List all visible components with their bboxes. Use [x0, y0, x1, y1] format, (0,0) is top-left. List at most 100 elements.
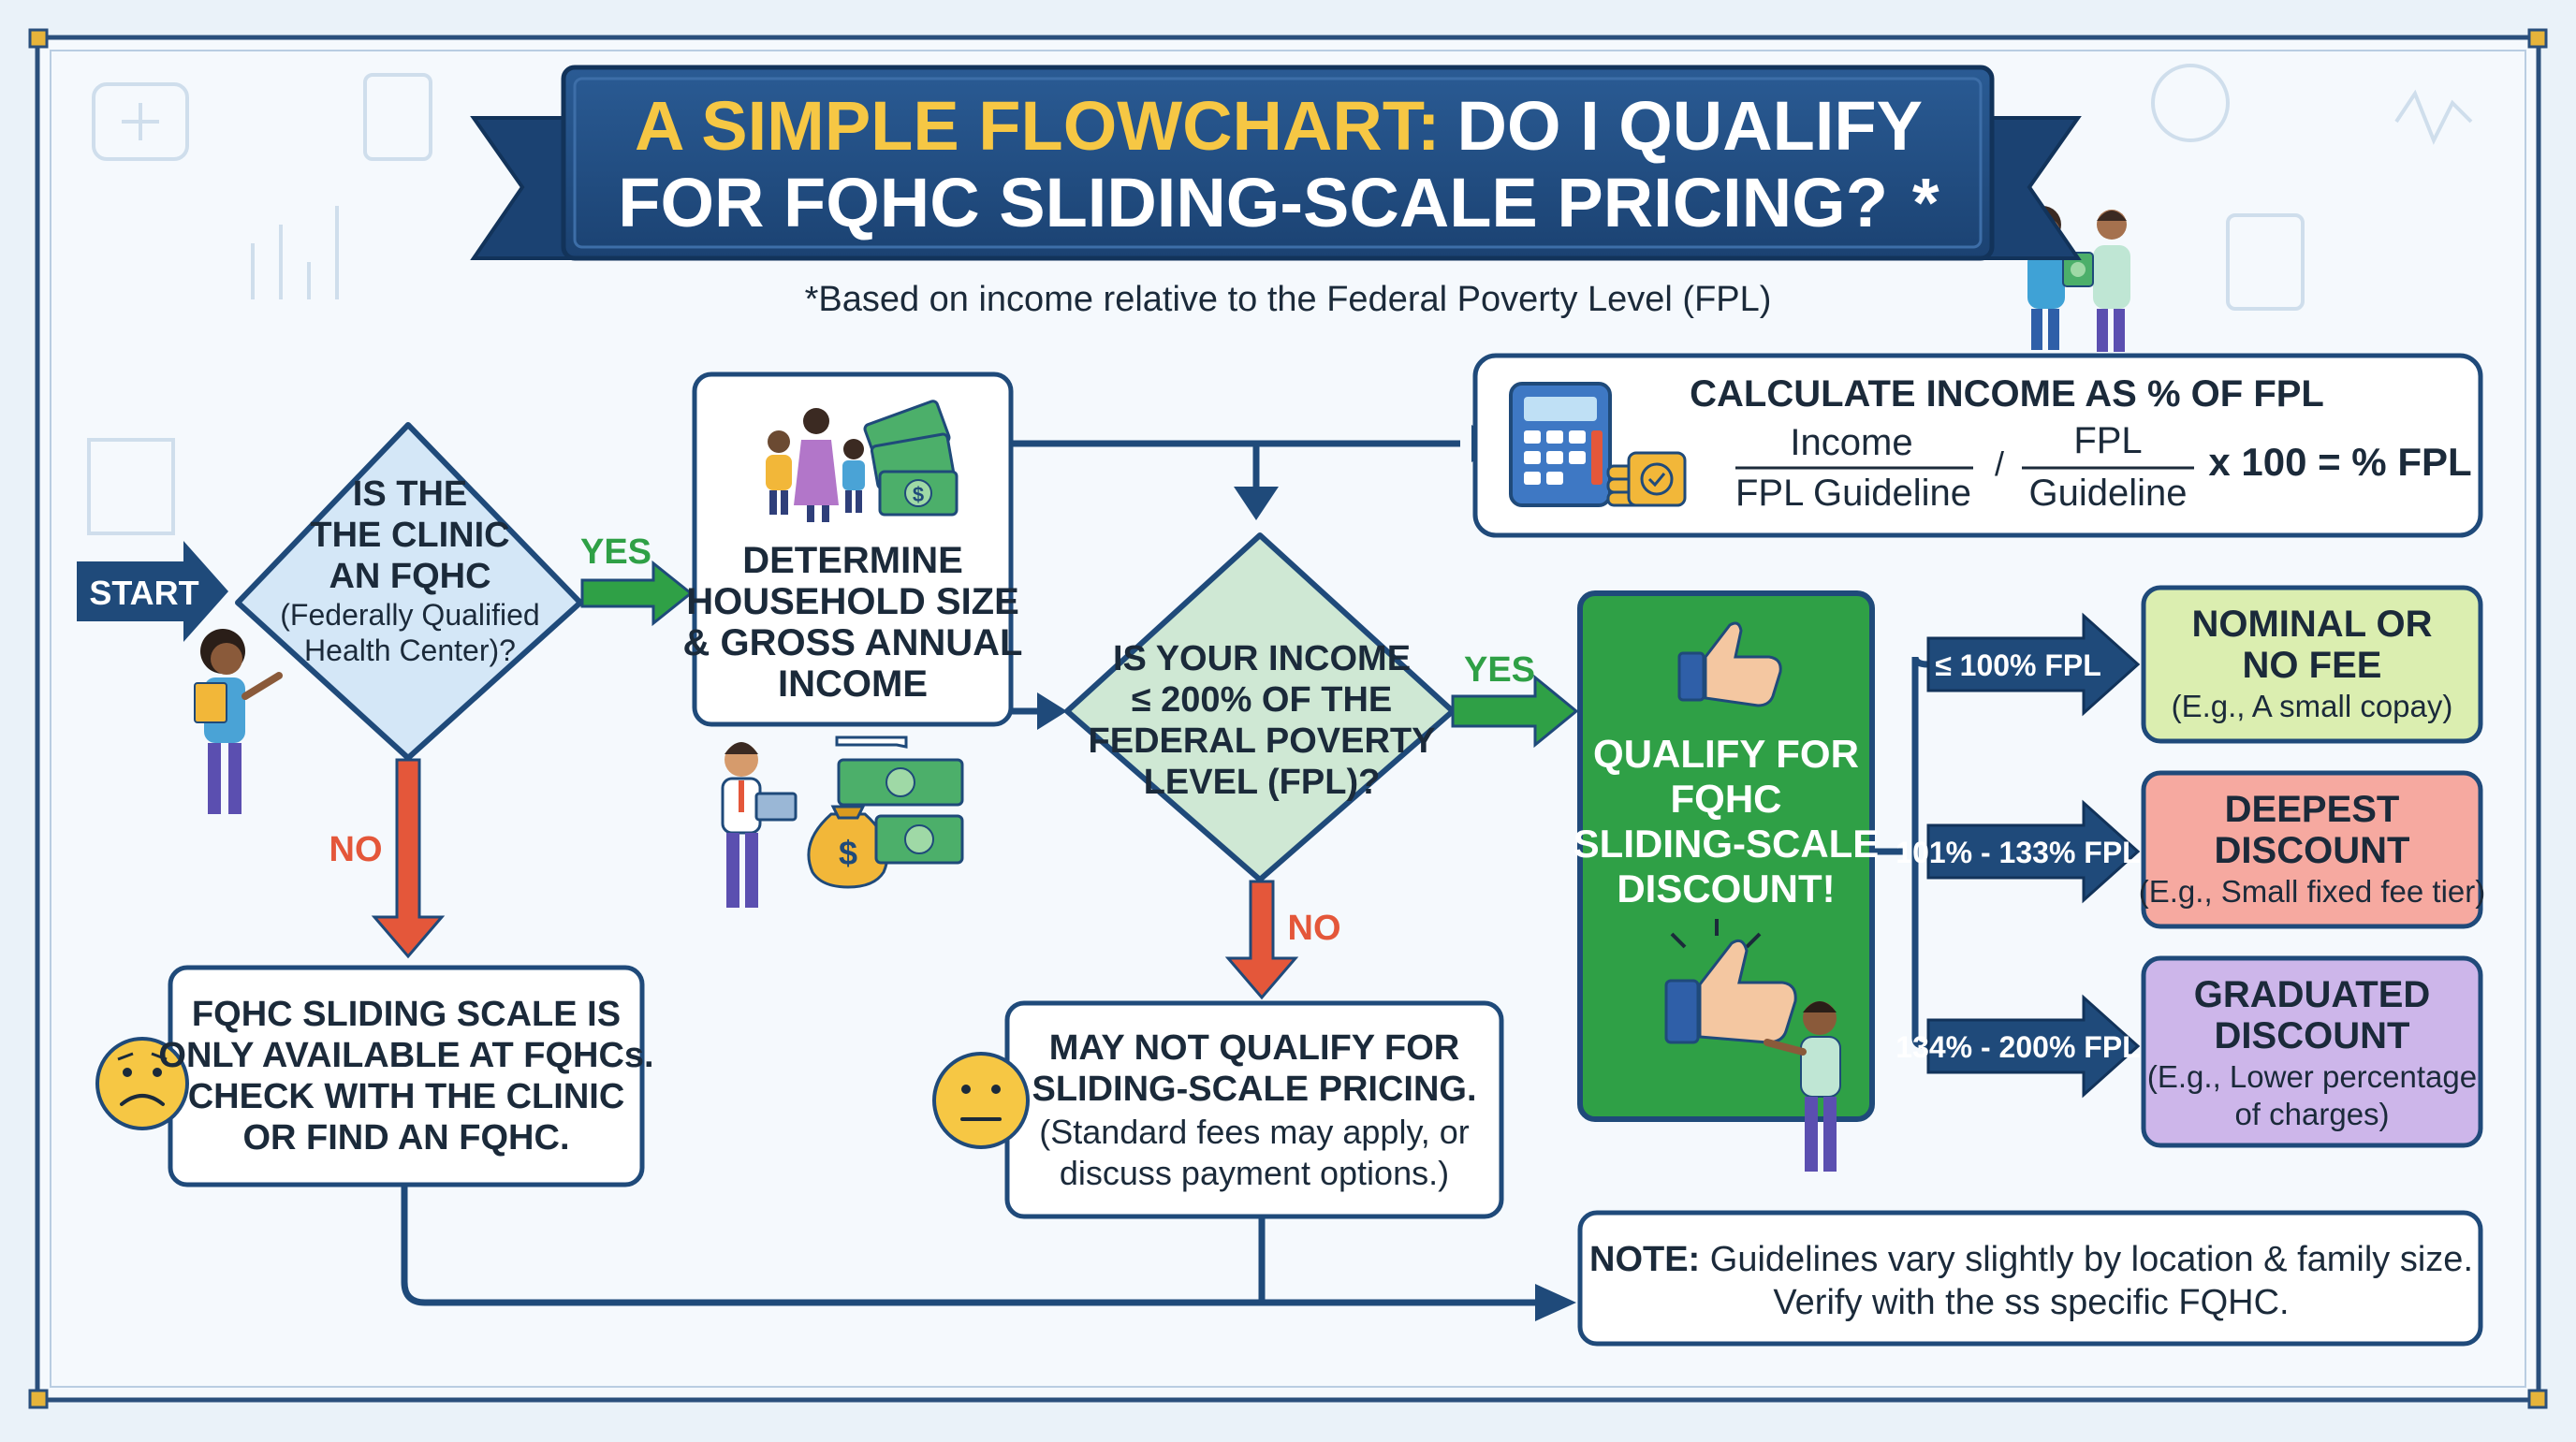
tier-desc-line: (E.g., Small fixed fee tier) — [2139, 874, 2485, 909]
tier-title-line: DEEPEST — [2225, 789, 2400, 830]
q1-sub-line: (Federally Qualified — [280, 598, 539, 632]
yes-label-1: YES — [580, 532, 651, 572]
yes-label-2: YES — [1464, 650, 1535, 690]
svg-text:$: $ — [839, 834, 857, 872]
arrowhead-to-note — [1535, 1284, 1576, 1321]
tier-arrow — [1926, 994, 2141, 1099]
household-line: DETERMINE — [742, 540, 963, 581]
neutral-face-icon — [932, 1052, 1030, 1149]
q1-subtext: (Federally Qualified Health Center)? — [280, 598, 539, 667]
arrowhead-to-q2-top — [1234, 487, 1279, 520]
not-qualify-desc-line: (Standard fees may apply, or — [1039, 1113, 1470, 1151]
tier-desc-line: (E.g., Lower percentage — [2147, 1059, 2477, 1094]
tier-card — [2141, 955, 2483, 1148]
q1-text: IS THE THE CLINIC AN FQHC — [310, 474, 509, 596]
no-fqhc-line: ONLY AVAILABLE AT FQHCs. — [158, 1036, 653, 1075]
banner-line-2-text: FOR FQHC SLIDING-SCALE PRICING? — [618, 164, 1888, 241]
q1-line: THE CLINIC — [310, 516, 509, 555]
stopwatch-icon — [2151, 64, 2230, 142]
arrowhead-household-to-q2 — [1037, 692, 1067, 730]
person-pointing-icon — [1764, 1001, 1841, 1172]
medical-kit-icon — [92, 82, 189, 161]
cross-icon — [122, 103, 159, 140]
tier-arrow-label: 134% - 200% FPL — [1895, 1030, 2140, 1064]
tier-title-line: NO FEE — [2243, 645, 2382, 686]
start-arrow — [77, 541, 228, 642]
qualify-line: SLIDING-SCALE — [1573, 822, 1880, 866]
household-text: DETERMINE HOUSEHOLD SIZE & GROSS ANNUAL … — [683, 540, 1023, 705]
no-arrow-1 — [371, 758, 446, 959]
tier-arrow — [1926, 612, 2141, 717]
heart-pulse-icon — [2394, 89, 2473, 145]
calc-title: CALCULATE INCOME AS % OF FPL — [1690, 373, 2324, 415]
connector-qualify-branch — [1872, 656, 1929, 1050]
q1-diamond — [235, 422, 583, 761]
frame-corner — [2527, 1389, 2548, 1409]
calc-card — [1472, 353, 2483, 538]
not-qualify-desc: (Standard fees may apply, or discuss pay… — [1039, 1113, 1470, 1192]
tier-arrow — [1926, 799, 2141, 904]
no-fqhc-text: FQHC SLIDING SCALE IS ONLY AVAILABLE AT … — [158, 995, 653, 1158]
title-banner: A SIMPLE FLOWCHART:DO I QUALIFY FOR FQHC… — [470, 65, 2082, 261]
qualify-text: QUALIFY FOR FQHC SLIDING-SCALE DISCOUNT! — [1573, 732, 1880, 910]
money-icon: $ — [863, 400, 959, 517]
q1-line: IS THE — [353, 474, 467, 514]
page-frame-inner — [50, 50, 2526, 1388]
no-fqhc-line: CHECK WITH THE CLINIC — [188, 1077, 625, 1116]
banner-rest: DO I QUALIFY — [1457, 87, 1923, 165]
document-icon — [2226, 213, 2305, 311]
tier-card — [2141, 585, 2483, 744]
note-card — [1577, 1210, 2483, 1347]
coins-icon — [1606, 451, 1687, 507]
subtitle: *Based on income relative to the Federal… — [805, 280, 1772, 319]
connector-no-fqhc-down — [401, 1185, 1537, 1306]
q1-line: AN FQHC — [329, 557, 490, 596]
tier-desc-line: (E.g., A small copay) — [2172, 689, 2453, 723]
calc-denominator-2: Guideline — [2028, 473, 2187, 514]
tier-desc-line: of charges) — [2234, 1097, 2389, 1131]
tier-arrow-label: 101% - 133% FPL — [1895, 836, 2140, 869]
calculator-icon — [1509, 382, 1612, 507]
frame-corner — [2527, 28, 2548, 49]
not-qualify-desc-line: discuss payment options.) — [1060, 1154, 1449, 1192]
qualify-card — [1577, 590, 1875, 1122]
calc-numerator-2: FPL — [2073, 420, 2142, 461]
q2-line: IS YOUR INCOME — [1113, 639, 1411, 678]
banner-main — [561, 65, 1995, 261]
calc-numerator-1: Income — [1790, 422, 1912, 463]
q1-sub-line: Health Center)? — [304, 634, 516, 667]
yes-arrow-1 — [580, 560, 694, 627]
hospital-icon — [87, 438, 175, 535]
tier-title-line: NOMINAL OR — [2191, 604, 2432, 645]
q2-text: IS YOUR INCOME ≤ 200% OF THE FEDERAL POV… — [1089, 639, 1436, 802]
no-fqhc-line: FQHC SLIDING SCALE IS — [192, 995, 621, 1034]
note-line-2: Verify with the ss specific FQHC. — [1773, 1283, 2289, 1322]
calc-divide: / — [1995, 444, 2004, 483]
qualify-line: FQHC — [1671, 777, 1782, 821]
household-line: INCOME — [778, 663, 928, 705]
money-bag-icon: $ — [807, 736, 964, 889]
no-fqhc-line: OR FIND AN FQHC. — [242, 1118, 569, 1158]
thumbs-up-icon — [1677, 621, 1782, 707]
q2-line: ≤ 200% OF THE — [1132, 680, 1393, 720]
calc-result: x 100 = % FPL — [2208, 440, 2471, 484]
banner-accent: A SIMPLE FLOWCHART: — [635, 87, 1441, 165]
banner-ribbon-left — [470, 116, 578, 260]
no-label-1: NO — [329, 830, 383, 869]
household-line: & GROSS ANNUAL — [683, 622, 1023, 663]
yes-arrow-2 — [1451, 674, 1579, 749]
q2-line: LEVEL (FPL)? — [1144, 763, 1381, 802]
banner-asterisk: * — [1912, 164, 1939, 241]
person-laptop-icon — [721, 742, 798, 908]
q2-line: FEDERAL POVERTY — [1089, 721, 1436, 761]
not-qualify-title: MAY NOT QUALIFY FOR SLIDING-SCALE PRICIN… — [1032, 1028, 1476, 1109]
tier-title-line: DISCOUNT — [2215, 830, 2410, 871]
background-doodles — [87, 64, 2473, 535]
family-icon — [766, 408, 865, 522]
household-line: HOUSEHOLD SIZE — [686, 581, 1019, 622]
connectors — [401, 440, 1929, 1306]
banner-line-2: FOR FQHC SLIDING-SCALE PRICING? * — [618, 164, 1939, 241]
frame-corner — [28, 28, 49, 49]
